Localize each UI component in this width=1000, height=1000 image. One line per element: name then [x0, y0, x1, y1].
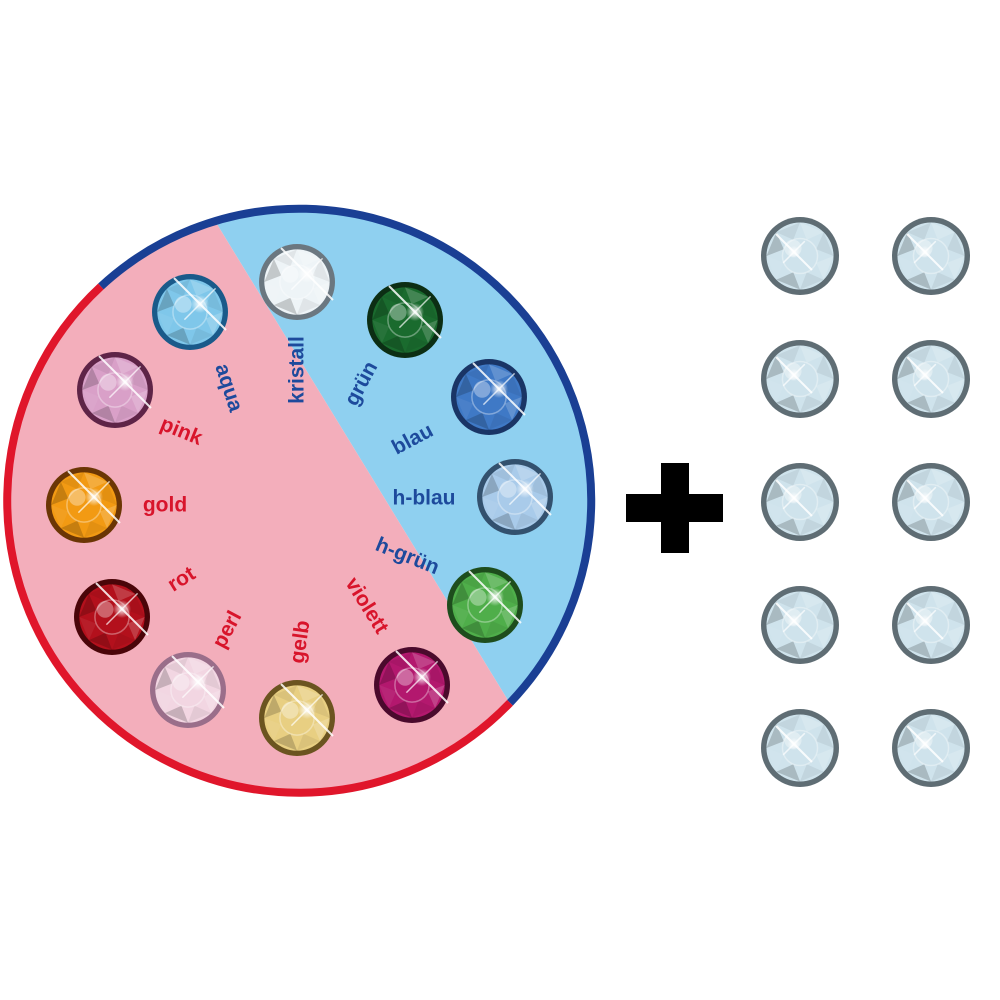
refill-stone-icon: [761, 586, 839, 664]
wheel-ring-red: [3, 283, 513, 797]
refill-stone-icon: [892, 586, 970, 664]
refill-stone-icon: [761, 340, 839, 418]
refill-stone-icon: [761, 463, 839, 541]
wheel-red-bottom: [8, 720, 592, 792]
refill-stone-icon: [892, 709, 970, 787]
sparkle-icon: [775, 479, 813, 517]
refill-stone-icon: [761, 217, 839, 295]
stone-gelb-icon: [259, 680, 335, 756]
sparkle-icon: [98, 355, 152, 409]
stone-blau-icon: [451, 359, 527, 435]
stone-kristall-icon: [259, 244, 335, 320]
stone-label-kristall: kristall: [286, 336, 309, 404]
sparkle-icon: [67, 470, 121, 524]
sparkle-icon: [468, 570, 522, 624]
wheel-ring-blue: [98, 204, 596, 706]
refill-stone-icon: [761, 709, 839, 787]
stone-gold-icon: [46, 467, 122, 543]
sparkle-icon: [775, 602, 813, 640]
sparkle-icon: [775, 233, 813, 271]
sparkle-icon: [906, 725, 944, 763]
sparkle-icon: [95, 582, 149, 636]
sparkle-icon: [171, 655, 225, 709]
sparkle-icon: [388, 285, 442, 339]
sparkle-icon: [906, 233, 944, 271]
sparkle-icon: [775, 356, 813, 394]
stone-label-h-blau: h-blau: [393, 487, 456, 510]
sparkle-icon: [280, 683, 334, 737]
stone-gruen-icon: [367, 282, 443, 358]
sparkle-icon: [906, 356, 944, 394]
sparkle-icon: [280, 247, 334, 301]
stone-rot-icon: [74, 579, 150, 655]
stone-label-gold: gold: [143, 494, 187, 517]
sparkle-icon: [498, 462, 552, 516]
stone-aqua-icon: [152, 274, 228, 350]
stone-h-blau-icon: [477, 459, 553, 535]
sparkle-icon: [472, 362, 526, 416]
refill-stones: [761, 217, 970, 787]
stone-violett-icon: [374, 647, 450, 723]
stone-ring: [46, 244, 553, 756]
sparkle-icon: [173, 277, 227, 331]
sparkle-icon: [906, 479, 944, 517]
refill-stone-icon: [892, 217, 970, 295]
sparkle-icon: [906, 602, 944, 640]
refill-stone-icon: [892, 463, 970, 541]
refill-stone-icon: [892, 340, 970, 418]
stone-h-gruen-icon: [447, 567, 523, 643]
plus-sign-icon: [626, 463, 723, 553]
stone-perl-icon: [150, 652, 226, 728]
sparkle-icon: [395, 650, 449, 704]
stone-pink-icon: [77, 352, 153, 428]
sparkle-icon: [775, 725, 813, 763]
